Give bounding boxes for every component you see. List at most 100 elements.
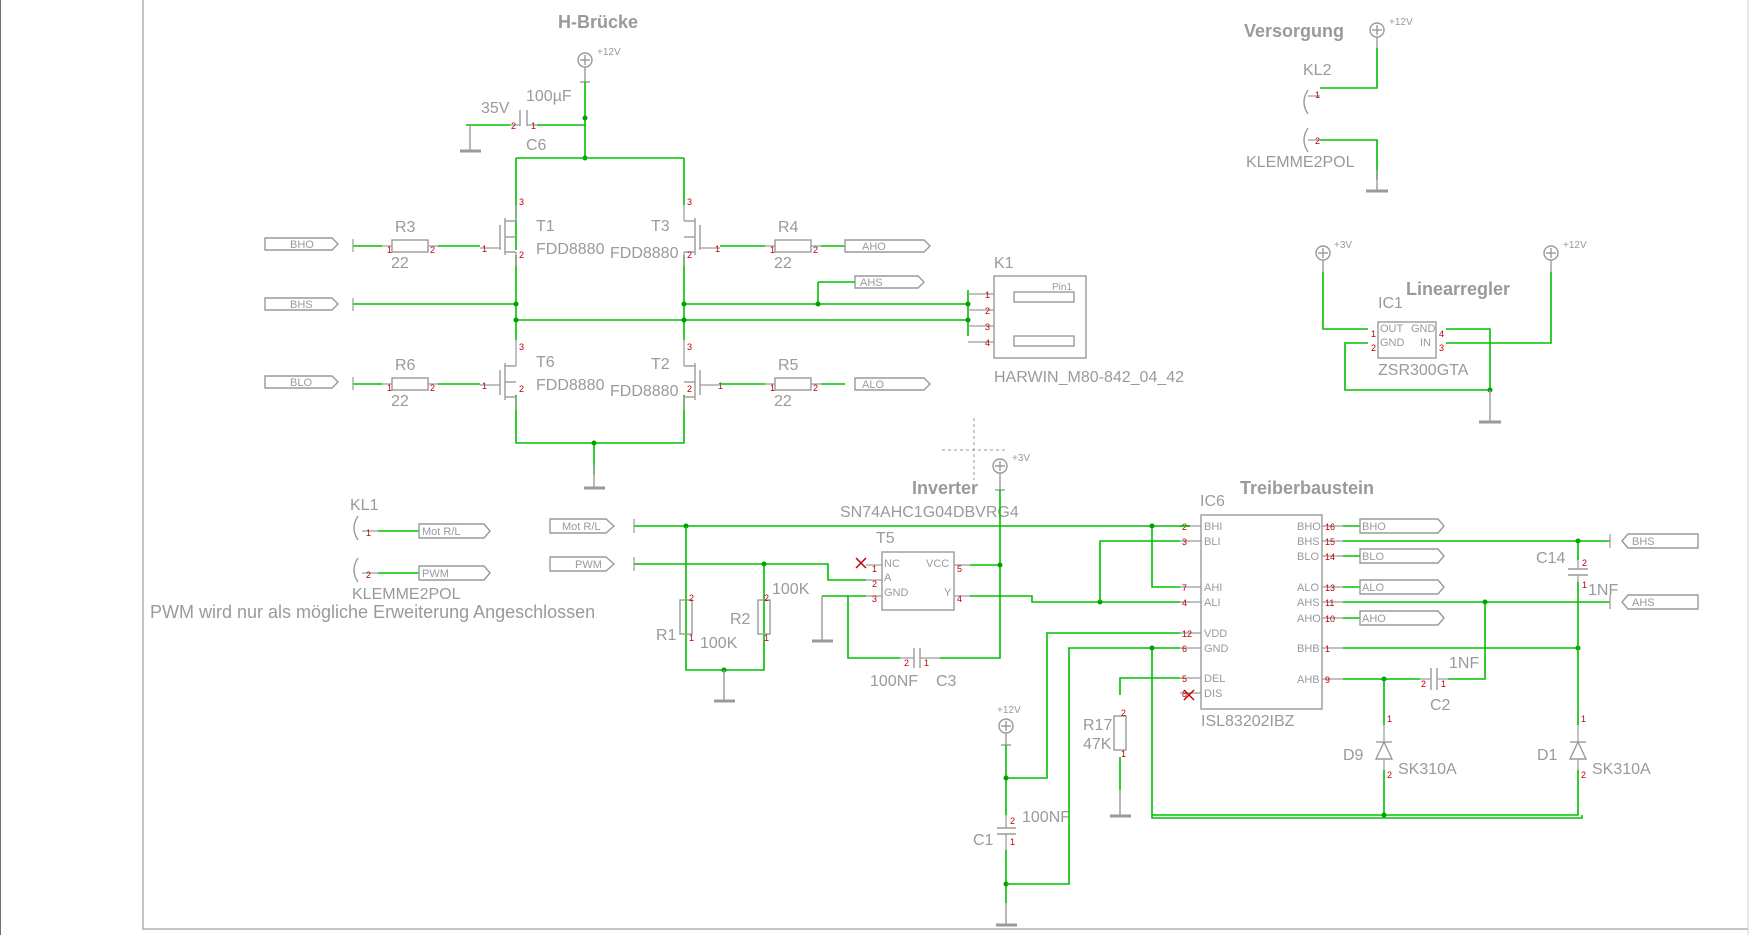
junction (513, 301, 519, 307)
port-blo-drv[interactable]: BLO (1359, 548, 1445, 564)
capacitor-c6[interactable]: 2 1 35V 100µF C6 (481, 88, 572, 154)
diode-d9[interactable]: 1 2 D9 SK310A (1343, 714, 1457, 780)
svg-text:2: 2 (519, 384, 524, 394)
wire-y-ali (970, 595, 1180, 603)
regulator-ic1[interactable]: OUT GND GND IN 1 2 4 3 IC1 ZSR300GTA (1371, 295, 1469, 379)
mosfet-t3[interactable]: 3 2 1 T3 FDD8880 (610, 197, 720, 266)
svg-text:2: 2 (813, 245, 818, 255)
ic6-pin-name: BHO (1297, 521, 1321, 533)
c1-value: 100NF (1022, 809, 1070, 826)
driver-ic6[interactable]: IC6 ISL83202IBZ BHI2BLI3AHI7ALI4VDD12GND… (1180, 493, 1343, 730)
port-blo-left[interactable]: BLO (264, 375, 354, 390)
svg-text:GND: GND (1380, 337, 1405, 349)
svg-text:4: 4 (957, 594, 962, 604)
resistor-r3[interactable]: 1 2 R3 22 (382, 219, 438, 272)
ic6-pin-name: AHB (1297, 674, 1320, 686)
supply-3v-linreg[interactable]: +3V (1315, 240, 1352, 272)
port-ahs-right[interactable]: AHS (854, 275, 925, 289)
junction (681, 301, 687, 307)
supply-3v-inverter[interactable]: +3V (992, 453, 1030, 491)
inverter-t5[interactable]: NC A GND VCC Y 1 2 3 5 4 T5 (866, 530, 970, 611)
mosfet-t6[interactable]: 3 2 1 T6 FDD8880 (480, 340, 605, 410)
port-aho-drv[interactable]: AHO (1359, 610, 1445, 626)
k1-name: K1 (994, 255, 1014, 272)
svg-text:2: 2 (1010, 816, 1015, 826)
kl2-name: KL2 (1303, 62, 1332, 79)
port-bhs-drv[interactable]: BHS (1609, 533, 1699, 549)
capacitor-c3[interactable]: 2 1 100NF C3 (870, 648, 957, 690)
junction (681, 317, 687, 323)
ic6-pin-number: 8 (1182, 689, 1187, 699)
capacitor-c14[interactable]: 2 1 C14 1NF (1536, 550, 1618, 599)
resistor-r5[interactable]: 1 2 R5 22 (765, 357, 821, 410)
svg-text:2: 2 (687, 384, 692, 394)
terminal-kl2[interactable]: 1 2 KL2 KLEMME2POL (1246, 62, 1355, 171)
port-pwm-input[interactable]: PWM (549, 556, 635, 572)
resistor-r17[interactable]: 2 1 R17 47K (1083, 708, 1127, 759)
svg-text:1: 1 (689, 633, 694, 643)
svg-text:1: 1 (1315, 90, 1320, 100)
k1-value: HARWIN_M80-842_04_42 (994, 369, 1184, 386)
port-alo-right[interactable]: ALO (854, 377, 931, 391)
d9-value: SK310A (1398, 761, 1457, 778)
svg-text:4: 4 (985, 338, 990, 348)
supply-section: Versorgung +12V 1 2 KL2 KLEMME2POL (1244, 17, 1413, 193)
r3-value: 22 (391, 255, 409, 272)
svg-text:2: 2 (1581, 770, 1586, 780)
resistor-r2[interactable]: 2 1 R2 100K (730, 581, 810, 643)
r4-value: 22 (774, 255, 792, 272)
wire-del (1119, 677, 1180, 695)
svg-text:ALO: ALO (1362, 582, 1384, 594)
svg-text:1: 1 (718, 381, 723, 391)
ic6-pin-number: 3 (1182, 537, 1187, 547)
port-ahs-drv[interactable]: AHS (1609, 594, 1699, 610)
capacitor-c2[interactable]: 2 1 1NF C2 (1420, 655, 1479, 714)
svg-text:BHS: BHS (1632, 536, 1655, 548)
wire-pwm (634, 563, 866, 581)
terminal-kl1[interactable]: 1 2 KL1 KLEMME2POL (350, 497, 461, 603)
port-mot-kl1[interactable]: Mot R/L (418, 523, 491, 539)
t2-name: T2 (651, 356, 670, 373)
c2-name: C2 (1430, 697, 1451, 714)
supply-12v-hbridge[interactable]: +12V (577, 47, 621, 83)
title-hbridge: H-Brücke (558, 12, 638, 32)
wire (1320, 48, 1378, 89)
connector-k1[interactable]: 1 2 3 4 Pin1 K1 HARWIN_M80-842_04_42 (968, 255, 1184, 386)
svg-text:1: 1 (985, 290, 990, 300)
kl1-name: KL1 (350, 497, 379, 514)
kl1-value: KLEMME2POL (352, 586, 461, 603)
port-bho-left[interactable]: BHO (264, 237, 354, 252)
port-pwm-kl1[interactable]: PWM (418, 565, 491, 581)
ic6-pin-name: DIS (1204, 688, 1222, 700)
supply-12v-linreg[interactable]: +12V (1543, 240, 1587, 272)
port-mot-input[interactable]: Mot R/L (549, 518, 635, 534)
ground-symbol (460, 125, 481, 153)
c1-name: C1 (973, 832, 994, 849)
wire (1320, 139, 1378, 180)
ic6-pin-name: BLO (1297, 551, 1319, 563)
diode-d1[interactable]: 1 2 D1 SK310A (1537, 714, 1651, 780)
port-bhs-left[interactable]: BHS (264, 297, 354, 311)
t3-value: FDD8880 (610, 245, 679, 262)
mosfet-t1[interactable]: 3 2 1 T1 FDD8880 (480, 197, 605, 266)
ic6-pin-number: 5 (1182, 674, 1187, 684)
supply-12v-c1[interactable]: +12V (997, 705, 1021, 746)
c14-value: 1NF (1588, 582, 1618, 599)
svg-text:AHO: AHO (862, 241, 886, 253)
svg-text:+12V: +12V (1563, 240, 1587, 251)
port-alo-drv[interactable]: ALO (1359, 579, 1445, 595)
resistor-r6[interactable]: 1 2 R6 22 (382, 357, 438, 410)
svg-text:1: 1 (872, 564, 877, 574)
supply-12v-versorgung[interactable]: +12V (1369, 17, 1413, 48)
c6-name: C6 (526, 137, 547, 154)
junction (815, 301, 821, 307)
resistor-r4[interactable]: 1 2 R4 22 (765, 219, 821, 272)
resistor-r1[interactable]: 2 1 R1 100K (656, 593, 738, 652)
capacitor-c1[interactable]: 2 1 100NF C1 (973, 809, 1070, 850)
port-aho-right[interactable]: AHO (844, 239, 931, 253)
port-bho-drv[interactable]: BHO (1359, 518, 1445, 534)
mosfet-t2[interactable]: 3 2 1 T2 FDD8880 (610, 340, 723, 410)
svg-text:2: 2 (1387, 770, 1392, 780)
supply-label: +12V (597, 47, 621, 58)
